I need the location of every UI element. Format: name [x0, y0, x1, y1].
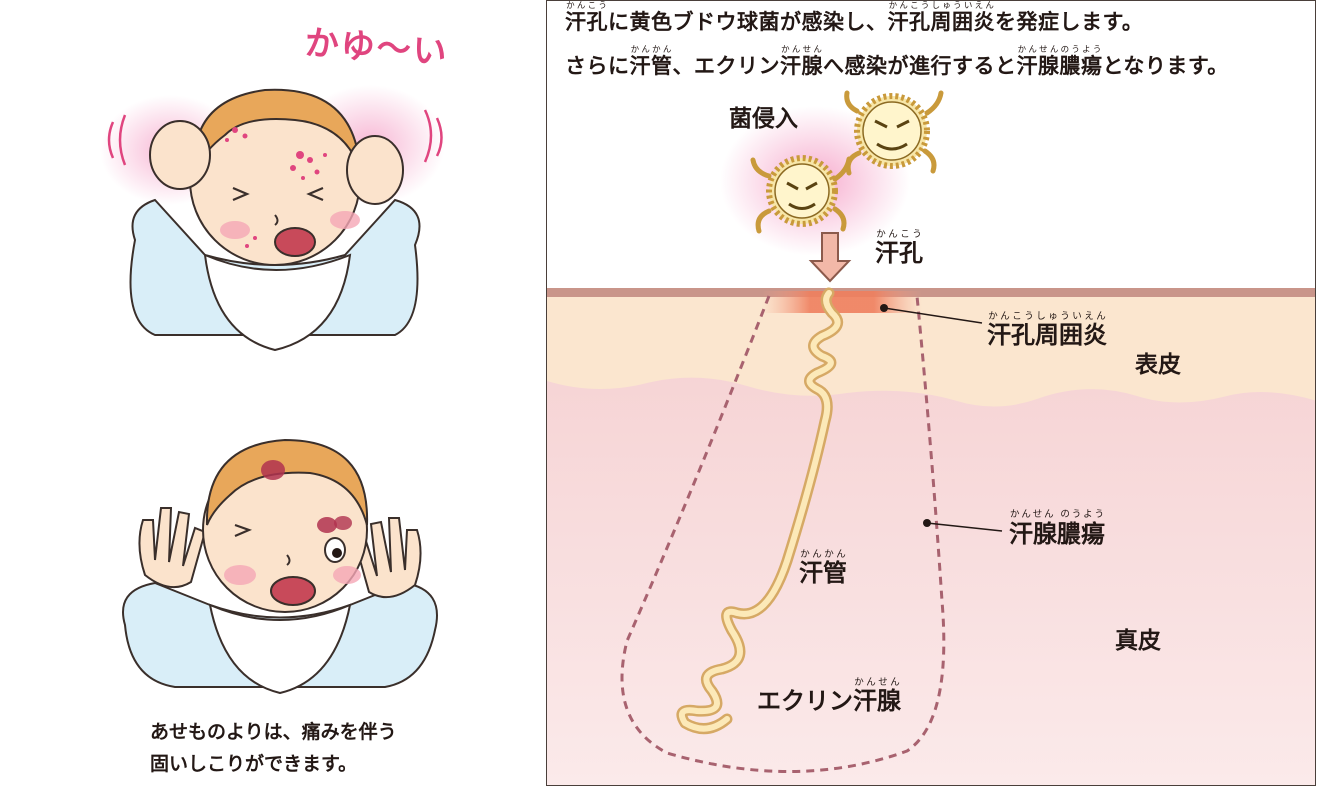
header-text: へ感染が進行すると	[823, 54, 1017, 78]
lump-forehead	[261, 460, 285, 480]
label-pore: 汗孔かんこう	[875, 229, 923, 267]
baby-mouth	[270, 576, 316, 606]
itchy-baby-illustration	[100, 85, 445, 352]
cheek-right	[330, 211, 360, 229]
skin-surface	[547, 288, 1315, 297]
baby-hand-right	[346, 135, 404, 205]
baby-bib	[208, 603, 352, 695]
header-term: 汗管かんかん	[629, 45, 673, 78]
baby-illustrations-panel: かゆ〜い	[0, 0, 545, 790]
cheek-left	[220, 221, 250, 239]
bacterium-1	[844, 90, 944, 176]
header-term: 汗孔かんこう	[565, 1, 608, 34]
lump-baby-illustration	[122, 438, 438, 695]
header-term: 汗腺かんせん	[780, 45, 823, 78]
baby-eye-left	[234, 523, 253, 538]
baby-hand-left	[149, 120, 211, 190]
baby-nose	[274, 214, 279, 226]
shake-mark-right	[423, 109, 443, 163]
header-text: となります。	[1102, 54, 1229, 78]
header-text: 、エクリン	[672, 54, 780, 78]
baby-eye-left	[232, 186, 250, 202]
header-text: を発症します。	[995, 10, 1144, 34]
leader-dot-abscess	[923, 519, 931, 527]
header-line-2: さらに汗管かんかん、エクリン汗腺かんせんへ感染が進行すると汗腺膿瘍かんせんのうよ…	[565, 45, 1229, 80]
header-text: さらに	[565, 54, 630, 78]
shake-mark-left	[107, 114, 127, 166]
baby-mouth	[274, 227, 316, 257]
baby-eye-right	[306, 186, 324, 202]
leader-abscess	[926, 522, 1003, 532]
caption-line-2: 固いしこりができます。	[150, 753, 358, 775]
sweat-gland-diagram: 汗孔かんこうに黄色ブドウ球菌が感染し、汗孔周囲炎かんこうしゅういえんを発症します…	[546, 0, 1316, 786]
leader-dot-periporitis	[880, 304, 888, 312]
header-term: 汗腺膿瘍かんせんのうよう	[1016, 45, 1103, 78]
label-duct: 汗管かんかん	[799, 549, 847, 587]
rash-dots	[225, 127, 327, 248]
baby-clothes	[129, 198, 421, 336]
label-periporitis: 汗孔周囲炎かんこうしゅういえん	[987, 311, 1107, 349]
sweat-duct	[676, 287, 844, 735]
bacterium-2	[750, 155, 852, 234]
epidermis-layer	[547, 296, 1315, 407]
cheek-right	[333, 566, 361, 584]
header-text: に黄色ブドウ球菌が感染し、	[608, 10, 888, 34]
label-gland: エクリン汗腺かんせん	[757, 677, 901, 715]
caption: あせものよりは、痛みを伴う 固いしこりができます。	[150, 716, 397, 780]
label-dermis: 真皮	[1115, 628, 1161, 654]
baby-hair	[205, 438, 369, 526]
baby-hand-left	[138, 507, 207, 589]
baby-nose	[286, 554, 291, 566]
label-epidermis: 表皮	[1135, 352, 1181, 378]
baby-hand-right	[353, 517, 422, 599]
leader-periporitis	[883, 307, 983, 324]
lump-eye-1	[317, 517, 337, 533]
header-line-1: 汗孔かんこうに黄色ブドウ球菌が感染し、汗孔周囲炎かんこうしゅういえんを発症します…	[565, 1, 1143, 36]
skin-cross-section	[547, 90, 1315, 785]
caption-line-1: あせものよりは、痛みを伴う	[150, 721, 397, 743]
cheek-left	[224, 565, 256, 585]
lump-eye-2	[334, 516, 352, 530]
abscess-outline	[620, 295, 946, 773]
label-abscess: 汗腺膿瘍かんせん のうよう	[1009, 509, 1105, 548]
dermis-layer	[547, 351, 1315, 785]
entry-arrow	[808, 232, 852, 283]
baby-bib	[203, 253, 352, 352]
label-bacteria-entry: 菌侵入	[729, 106, 798, 132]
header-term: 汗孔周囲炎かんこうしゅういえん	[887, 1, 995, 34]
